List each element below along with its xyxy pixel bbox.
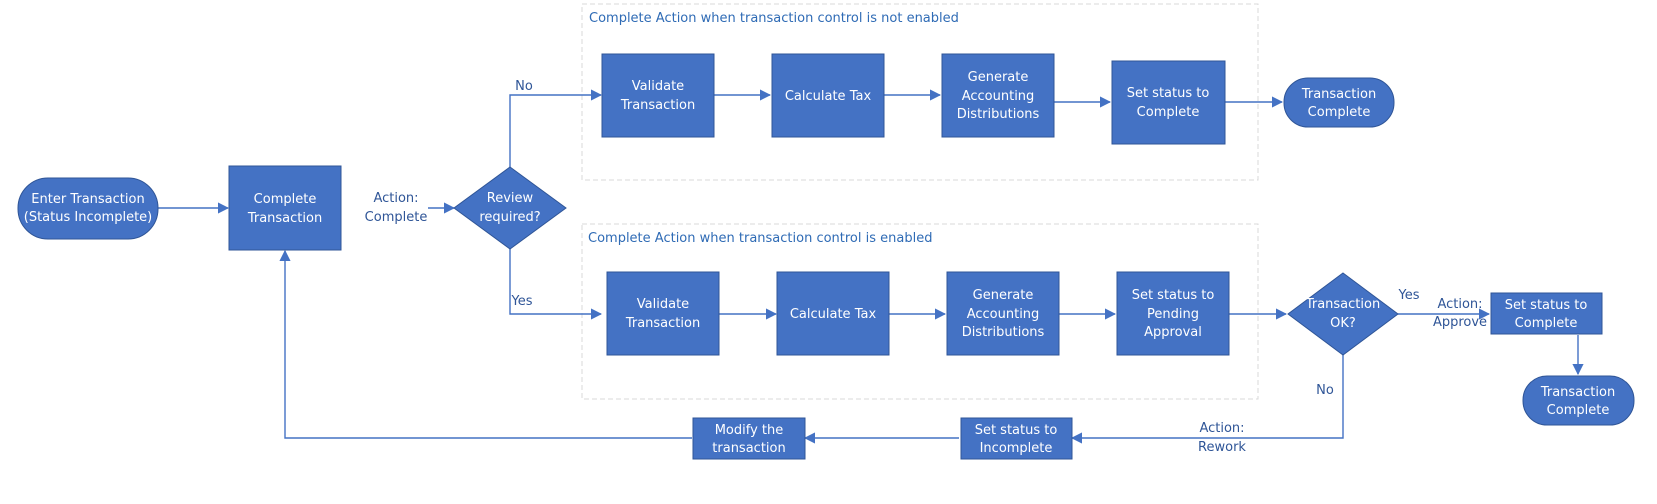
edge-labels: Action: Complete No Yes Yes Action: Appr… [365, 79, 1487, 455]
node-bot-validate-line2: Transaction [625, 316, 700, 331]
node-approve-done-line1: Transaction [1540, 385, 1615, 400]
node-enter-transaction: Enter Transaction (Status Incomplete) [17, 177, 159, 240]
edge-review-no [509, 89, 603, 167]
node-top-validate-line1: Validate [632, 79, 684, 94]
node-enter-line1: Enter Transaction [31, 192, 144, 207]
node-bottom-validate-transaction: Validate Transaction [606, 271, 720, 356]
edge-modify-to-complete [279, 249, 692, 439]
label-action-complete-line2: Complete [365, 210, 428, 225]
node-modify-line1: Modify the [715, 423, 784, 438]
node-incomplete-line1: Set status to [975, 423, 1058, 438]
group-title-enabled: Complete Action when transaction control… [588, 231, 932, 246]
node-top-generate-line3: Distributions [957, 107, 1040, 122]
group-control-not-enabled: Complete Action when transaction control… [581, 3, 1259, 181]
node-complete-line1: Complete [254, 192, 317, 207]
node-bot-status-line3: Approval [1144, 325, 1202, 340]
node-review-line2: required? [479, 210, 540, 225]
edges [158, 89, 1584, 444]
node-approve-status-line2: Complete [1515, 316, 1578, 331]
node-complete-line2: Transaction [247, 211, 322, 226]
node-top-done-line2: Complete [1308, 105, 1371, 120]
node-approve-done-line2: Complete [1547, 403, 1610, 418]
node-bot-generate-line1: Generate [973, 288, 1034, 303]
label-action-complete-line1: Action: [373, 191, 418, 206]
label-review-no: No [515, 79, 533, 94]
node-bot-generate-line2: Accounting [967, 307, 1040, 322]
label-action-rework-line2: Rework [1198, 440, 1246, 455]
node-top-transaction-complete: Transaction Complete [1283, 77, 1395, 128]
node-incomplete-line2: Incomplete [980, 441, 1053, 456]
node-bottom-generate-distributions: Generate Accounting Distributions [946, 271, 1060, 356]
node-transaction-ok: Transaction OK? [1287, 272, 1399, 356]
node-bot-generate-line3: Distributions [962, 325, 1045, 340]
node-top-set-status-complete: Set status to Complete [1111, 60, 1226, 145]
label-action-approve-line1: Action: [1437, 297, 1482, 312]
node-top-generate-distributions: Generate Accounting Distributions [941, 53, 1055, 138]
node-bot-status-line2: Pending [1147, 307, 1199, 322]
node-top-generate-line1: Generate [968, 70, 1029, 85]
edge-review-yes [509, 249, 603, 320]
node-txn-ok-line2: OK? [1330, 316, 1356, 331]
node-set-status-incomplete: Set status to Incomplete [960, 417, 1073, 460]
node-bottom-calculate-tax: Calculate Tax [776, 271, 890, 356]
node-top-status-line2: Complete [1137, 105, 1200, 120]
node-top-validate-transaction: Validate Transaction [601, 53, 715, 138]
node-approve-set-status-complete: Set status to Complete [1490, 292, 1603, 335]
label-action-rework-line1: Action: [1199, 421, 1244, 436]
node-approve-status-line1: Set status to [1505, 298, 1588, 313]
node-modify-line2: transaction [712, 441, 785, 456]
node-top-tax-line1: Calculate Tax [785, 89, 872, 104]
node-complete-transaction: Complete Transaction [228, 165, 342, 251]
node-bottom-set-status-pending: Set status to Pending Approval [1116, 271, 1230, 356]
group-title-not-enabled: Complete Action when transaction control… [589, 11, 959, 26]
node-top-validate-line2: Transaction [620, 98, 695, 113]
node-modify-transaction: Modify the transaction [692, 417, 806, 460]
node-top-status-line1: Set status to [1127, 86, 1210, 101]
label-ok-no: No [1316, 383, 1334, 398]
node-approve-transaction-complete: Transaction Complete [1522, 375, 1635, 426]
node-bot-validate-line1: Validate [637, 297, 689, 312]
edge-ok-no [1070, 355, 1344, 444]
label-review-yes: Yes [511, 294, 533, 309]
group-control-enabled: Complete Action when transaction control… [581, 223, 1259, 400]
node-enter-line2: (Status Incomplete) [24, 210, 153, 225]
node-bot-status-line1: Set status to [1132, 288, 1215, 303]
node-review-required: Review required? [453, 166, 567, 250]
node-top-calculate-tax: Calculate Tax [771, 53, 885, 138]
node-bot-tax-line1: Calculate Tax [790, 307, 877, 322]
node-txn-ok-line1: Transaction [1305, 297, 1380, 312]
node-top-done-line1: Transaction [1301, 87, 1376, 102]
node-top-generate-line2: Accounting [962, 89, 1035, 104]
node-review-line1: Review [487, 191, 534, 206]
label-ok-yes: Yes [1398, 288, 1420, 303]
label-action-approve-line2: Approve [1433, 315, 1487, 330]
